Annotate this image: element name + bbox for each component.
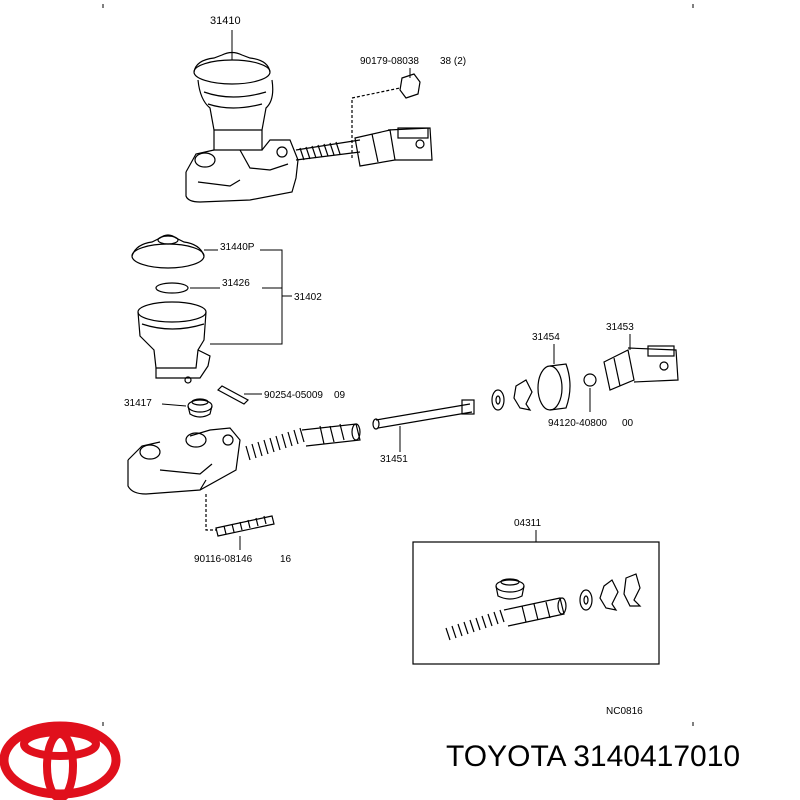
label-90254-suffix: 09	[334, 390, 346, 401]
label-04311: 04311	[514, 518, 542, 529]
label-94120-suffix: 00	[622, 418, 634, 429]
grommet-31417	[187, 398, 213, 418]
stud-90116	[205, 494, 275, 537]
boot-parts	[491, 363, 597, 411]
corner-marks	[102, 4, 694, 726]
label-31426: 31426	[222, 278, 250, 289]
cylinder-body	[127, 427, 241, 495]
clevis-31453	[603, 345, 679, 391]
label-31453: 31453	[606, 322, 634, 333]
label-31410: 31410	[210, 15, 241, 27]
label-31402: 31402	[294, 292, 322, 303]
repair-kit-box	[412, 541, 660, 665]
master-cylinder-assembly	[185, 51, 433, 203]
label-90179-qty: 38 (2)	[440, 56, 466, 67]
label-31454: 31454	[532, 332, 560, 343]
part-caption: TOYOTA 3140417010	[446, 740, 741, 773]
diagram-ref-code: NC0816	[606, 706, 643, 717]
label-90116-08146: 90116-08146	[194, 554, 253, 565]
piston-spring	[245, 423, 361, 461]
label-94120-40800: 94120-40800	[548, 418, 607, 429]
repair-kit-parts	[445, 573, 642, 641]
label-31451: 31451	[380, 454, 408, 465]
label-31417: 31417	[124, 398, 152, 409]
push-rod-31451	[372, 399, 475, 430]
label-31440P: 31440P	[220, 242, 255, 253]
toyota-logo-icon	[0, 721, 121, 800]
label-90254-05009: 90254-05009	[264, 390, 323, 401]
label-90116-suffix: 16	[280, 554, 292, 565]
reservoir-parts	[131, 234, 211, 384]
pin-90254	[217, 385, 249, 405]
label-90179-08038: 90179-08038	[360, 56, 419, 67]
